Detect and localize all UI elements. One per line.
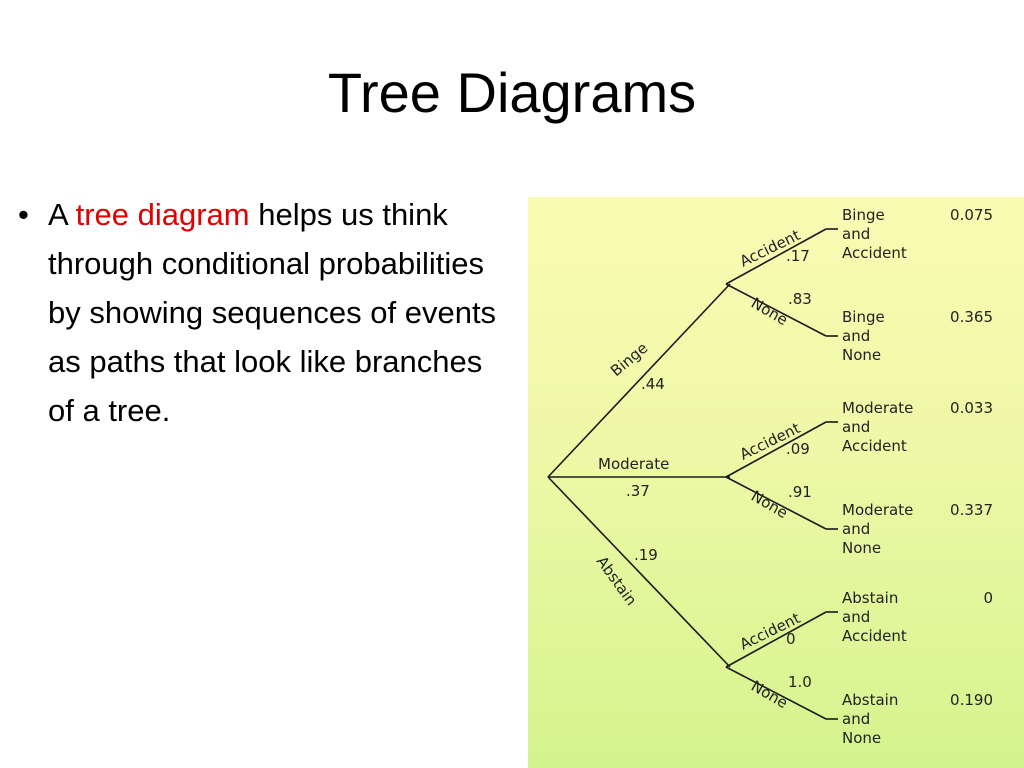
bullet-dot-icon: • [18, 197, 29, 232]
outcome-moderate-accident-line-1: Moderate [842, 399, 913, 417]
joint-probability-binge-none: 0.365 [950, 308, 993, 326]
branch-label-moderate-none: None [748, 487, 791, 522]
outcome-abstain-none-line-2: and [842, 710, 870, 728]
outcome-abstain-accident-line-2: and [842, 608, 870, 626]
branch-label-binge-none: None [748, 294, 791, 329]
outcome-binge-accident-line-1: Binge [842, 206, 885, 224]
branch-line-binge-none [725, 283, 827, 337]
joint-probability-moderate-accident: 0.033 [950, 399, 993, 417]
joint-probability-abstain-none: 0.190 [950, 691, 993, 709]
branch-probability-binge-accident: .17 [786, 247, 810, 265]
outcome-moderate-none-line-1: Moderate [842, 501, 913, 519]
branch-label-moderate: Moderate [598, 455, 669, 473]
bullet-prefix: A [48, 197, 67, 232]
outcome-binge-none-line-2: and [842, 327, 870, 345]
branch-probability-binge-none: .83 [788, 290, 812, 308]
branch-probability-binge: .44 [641, 375, 665, 393]
outcome-binge-accident-line-3: Accident [842, 244, 907, 262]
joint-probability-binge-accident: 0.075 [950, 206, 993, 224]
branch-line-moderate-none [725, 476, 827, 530]
joint-probability-moderate-none: 0.337 [950, 501, 993, 519]
branch-probability-abstain-none: 1.0 [788, 673, 812, 691]
outcome-moderate-accident-line-3: Accident [842, 437, 907, 455]
branch-probability-moderate-accident: .09 [786, 440, 810, 458]
branch-line-abstain [547, 476, 731, 668]
branch-line-abstain-none [725, 666, 827, 720]
outcome-abstain-none-line-1: Abstain [842, 691, 898, 709]
branch-probability-abstain: .19 [634, 546, 658, 564]
bullet-rest: helps us think through conditional proba… [48, 197, 497, 428]
branch-label-abstain-none: None [748, 677, 791, 712]
branch-probability-abstain-accident: 0 [786, 630, 796, 648]
branch-line-abstain-accident [725, 611, 827, 668]
branch-line-binge-accident [725, 228, 827, 285]
branch-probability-moderate-none: .91 [788, 483, 812, 501]
outcome-moderate-none-line-3: None [842, 539, 881, 557]
bullet-highlight-term: tree diagram [75, 197, 250, 232]
outcome-abstain-accident-line-1: Abstain [842, 589, 898, 607]
branch-line-moderate-accident [725, 421, 827, 478]
joint-probability-abstain-accident: 0 [983, 589, 993, 607]
bullet-text: A tree diagram helps us think through co… [48, 190, 498, 435]
tree-diagram: Binge.44Moderate.37Abstain.19Accident.17… [547, 206, 993, 747]
outcome-moderate-none-line-2: and [842, 520, 870, 538]
outcome-binge-none-line-3: None [842, 346, 881, 364]
outcome-binge-none-line-1: Binge [842, 308, 885, 326]
branch-probability-moderate: .37 [626, 482, 650, 500]
outcome-binge-accident-line-2: and [842, 225, 870, 243]
outcome-abstain-none-line-3: None [842, 729, 881, 747]
branch-line-binge [547, 283, 731, 478]
outcome-abstain-accident-line-3: Accident [842, 627, 907, 645]
outcome-moderate-accident-line-2: and [842, 418, 870, 436]
bullet-point: • A tree diagram helps us think through … [18, 190, 498, 435]
slide-title: Tree Diagrams [327, 61, 697, 124]
